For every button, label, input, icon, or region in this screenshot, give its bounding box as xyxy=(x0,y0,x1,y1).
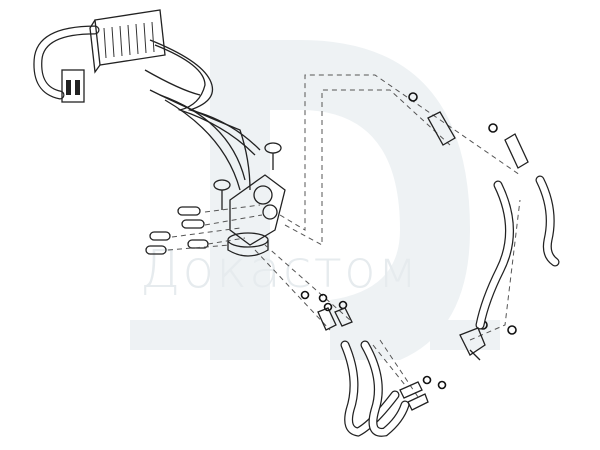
assembly-lines xyxy=(167,74,521,401)
plug xyxy=(61,69,85,103)
valve-assembly xyxy=(227,174,286,257)
wiring-harness xyxy=(33,25,261,191)
hoses xyxy=(340,175,560,437)
elbow-fitting xyxy=(459,327,486,361)
connector-block xyxy=(89,9,166,74)
clips xyxy=(145,206,209,255)
tube-fittings xyxy=(300,92,529,411)
watermark-text: Докастом xyxy=(140,240,420,300)
screws xyxy=(213,142,282,210)
